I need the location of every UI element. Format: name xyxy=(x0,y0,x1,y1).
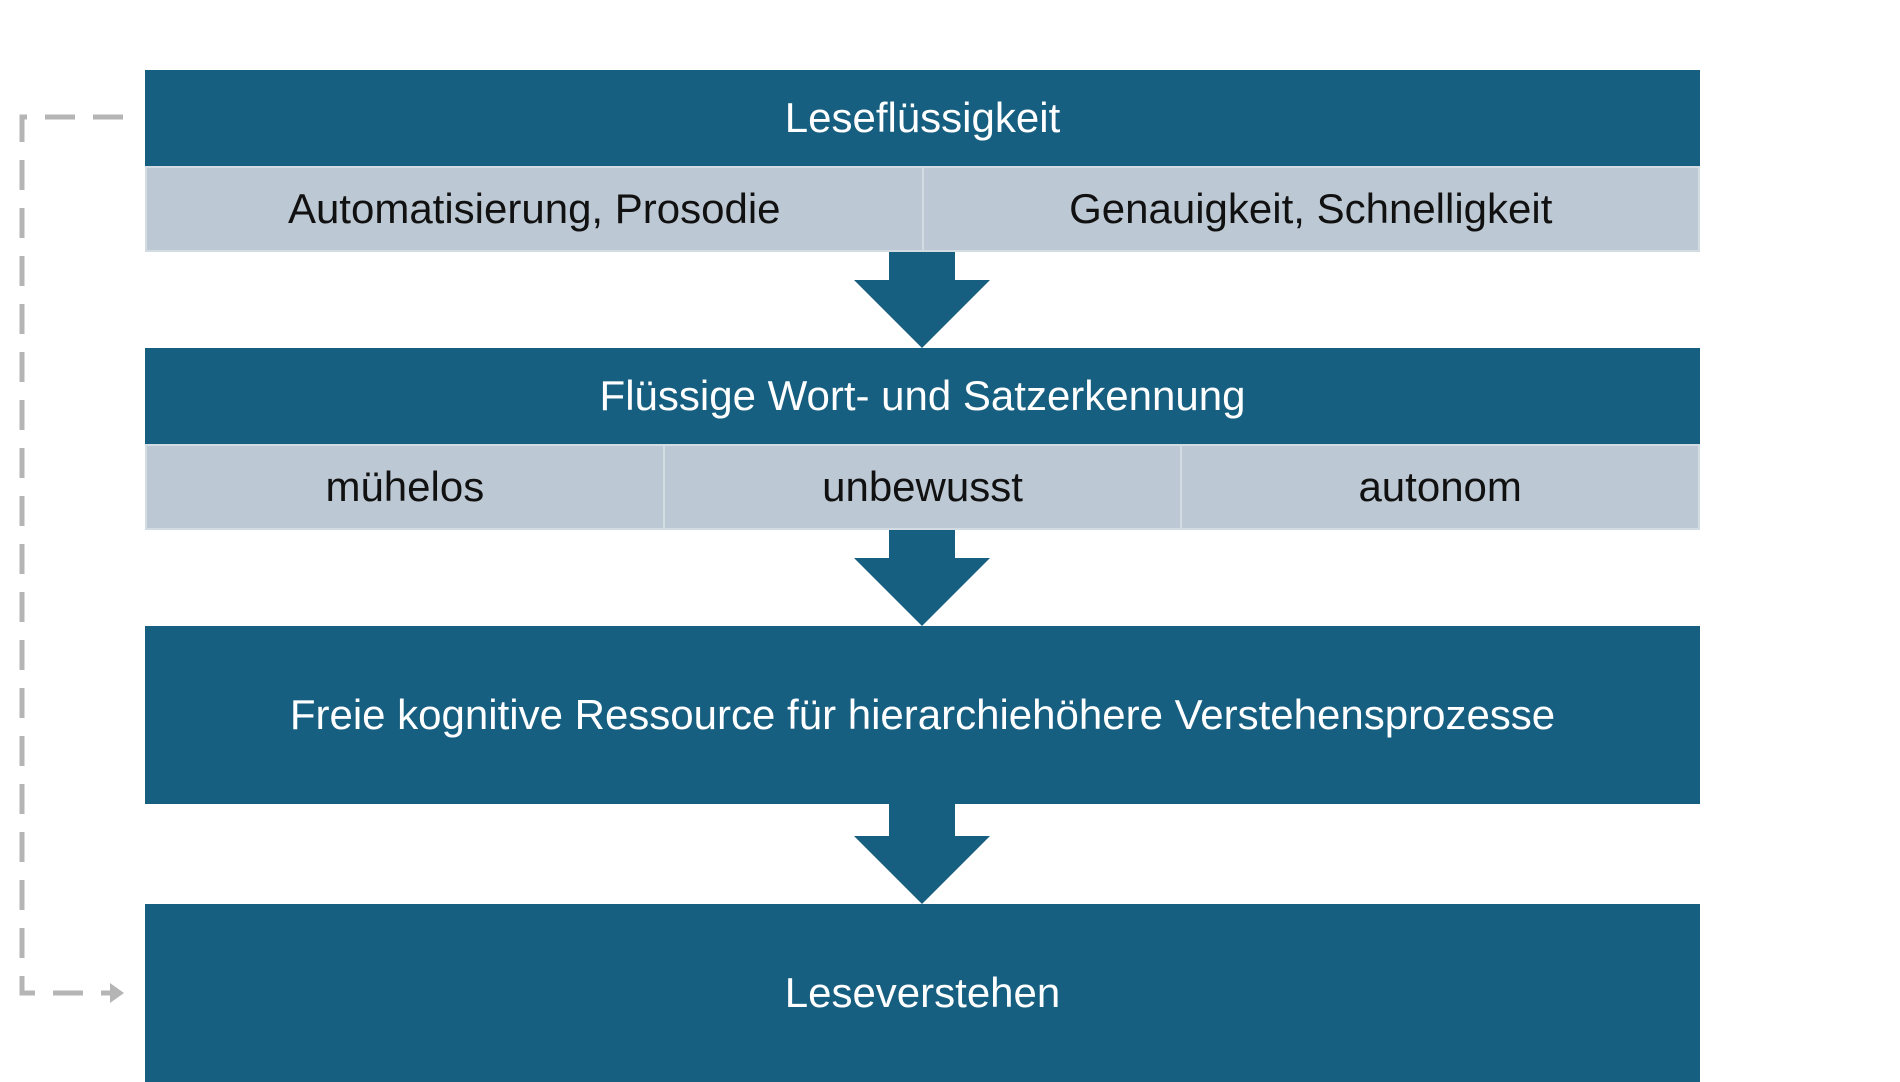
block-leseflussigkeit-items: Automatisierung, Prosodie Genauigkeit, S… xyxy=(145,166,1700,252)
block-title: Freie kognitive Ressource für hierarchie… xyxy=(289,691,1556,738)
block-title: Leseflüssigkeit xyxy=(784,94,1061,141)
block-worterkennung-title: Flüssige Wort- und Satzerkennung xyxy=(145,348,1700,444)
item-automatisierung: Automatisierung, Prosodie xyxy=(147,168,924,250)
item-unbewusst: unbewusst xyxy=(665,446,1183,528)
block-kognitive-ressource: Freie kognitive Ressource für hierarchie… xyxy=(145,626,1700,804)
block-worterkennung-items: mühelos unbewusst autonom xyxy=(145,444,1700,530)
down-arrow-icon xyxy=(854,804,990,904)
item-autonom: autonom xyxy=(1358,463,1522,510)
block-leseflussigkeit-title: Leseflüssigkeit xyxy=(145,70,1700,166)
down-arrow-icon xyxy=(854,252,990,348)
down-arrow-icon xyxy=(854,530,990,626)
item-muhelos: mühelos xyxy=(147,446,665,528)
block-leseverstehen: Leseverstehen xyxy=(145,904,1700,1082)
block-title: Leseverstehen xyxy=(784,969,1061,1016)
item-genauigkeit: Genauigkeit, Schnelligkeit xyxy=(1069,185,1553,232)
block-title: Flüssige Wort- und Satzerkennung xyxy=(599,372,1246,419)
